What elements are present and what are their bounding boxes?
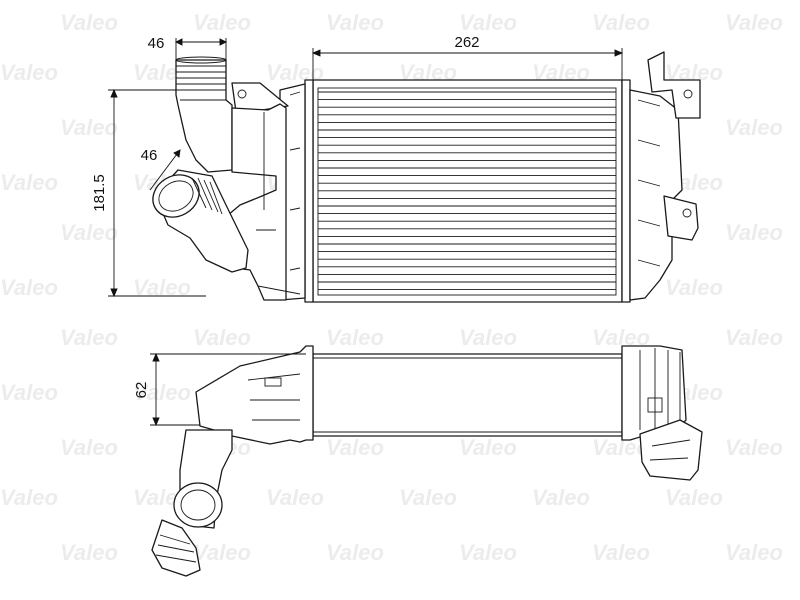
watermark-text: Valeo [725, 220, 783, 245]
watermark-text: Valeo [60, 540, 118, 565]
watermark-text: Valeo [326, 540, 384, 565]
watermark-text: Valeo [725, 325, 783, 350]
dim-outlet-diameter: 46 [141, 147, 158, 164]
watermark-text: Valeo [459, 325, 517, 350]
watermark-text: Valeo [0, 380, 58, 405]
watermark-text: Valeo [60, 220, 118, 245]
right-tank [621, 79, 631, 303]
watermark-text: Valeo [60, 115, 118, 140]
watermark-text: Valeo [459, 540, 517, 565]
watermark-text: Valeo [798, 60, 800, 85]
watermark-text: Valeo [798, 380, 800, 405]
watermark-text: Valeo [193, 325, 251, 350]
dim-inlet-width: 46 [148, 35, 165, 52]
watermark-text: Valeo [798, 275, 800, 300]
watermark-text: Valeo [60, 435, 118, 460]
watermark-text: Valeo [326, 10, 384, 35]
watermark-text: Valeo [133, 380, 191, 405]
watermark-text: Valeo [193, 540, 251, 565]
watermark-text: Valeo [592, 10, 650, 35]
watermark-text: Valeo [326, 435, 384, 460]
front-view [152, 51, 701, 303]
watermark-text: Valeo [459, 435, 517, 460]
watermark-text: Valeo [798, 485, 800, 510]
watermark-text: Valeo [0, 170, 58, 195]
watermark-text: Valeo [532, 485, 590, 510]
watermark-text: Valeo [0, 60, 58, 85]
watermark-text: Valeo [665, 485, 723, 510]
mount-bracket-top-view [639, 419, 703, 481]
cooling-fins [318, 91, 616, 291]
inlet-pipe-upper [175, 59, 233, 173]
watermark-text: Valeo [725, 435, 783, 460]
right-tank-body [629, 89, 683, 301]
dim-core-height: 181.5 [91, 174, 108, 212]
core-matrix [317, 87, 617, 296]
outlet-pipe-opening [152, 174, 200, 218]
left-tank [304, 79, 314, 303]
watermark-text: Valeo [725, 115, 783, 140]
watermark-text: Valeo [459, 10, 517, 35]
watermark-text: Valeo [665, 275, 723, 300]
dim-depth: 62 [133, 382, 150, 399]
watermark-text: Valeo [60, 325, 118, 350]
watermark-text: Valeo [399, 485, 457, 510]
watermark-text: Valeo [798, 170, 800, 195]
watermark-text: Valeo [592, 540, 650, 565]
watermark-text: Valeo [725, 10, 783, 35]
watermark-text: Valeo [193, 10, 251, 35]
watermark-text: Valeo [60, 10, 118, 35]
dimension-lines [108, 38, 624, 427]
watermark-text: Valeo [326, 325, 384, 350]
mount-bracket-top [647, 51, 701, 119]
watermark-text: Valeo [0, 275, 58, 300]
dim-core-width: 262 [454, 34, 479, 51]
mount-bracket-side [663, 195, 699, 241]
left-tank-top [195, 345, 314, 445]
watermark-text: Valeo [725, 540, 783, 565]
watermark-text: Valeo [266, 485, 324, 510]
top-view [151, 345, 703, 577]
core-top [312, 353, 623, 437]
inlet-hose-end [151, 519, 201, 577]
watermark-text: Valeo [0, 485, 58, 510]
